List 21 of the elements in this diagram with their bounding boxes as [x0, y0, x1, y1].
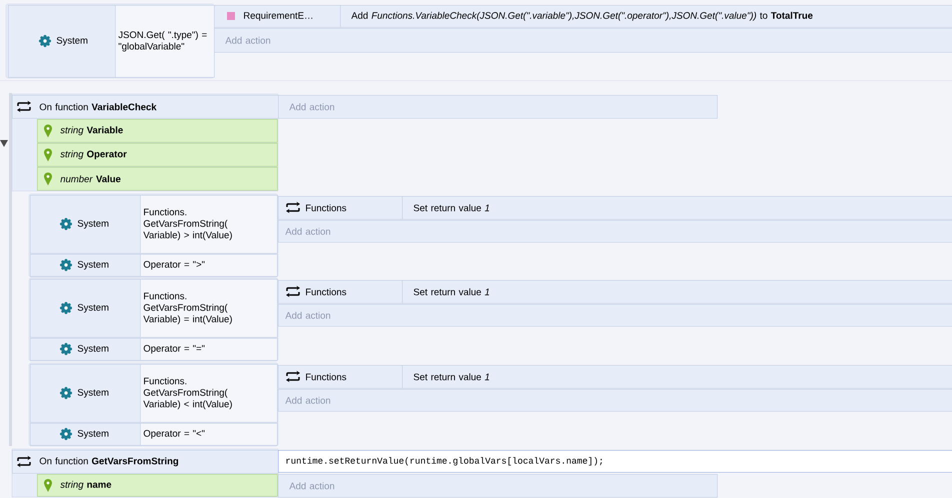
parameter-cell: number Value	[37, 167, 278, 191]
function-header: On function GetVarsFromString	[12, 450, 279, 474]
action-cell: RequirementE…	[214, 5, 341, 28]
parameter-cell: string name	[37, 474, 278, 497]
add-action-cell: Add action	[278, 474, 718, 498]
object-cell: System	[30, 338, 141, 361]
parameter-cell: string Operator	[37, 143, 278, 167]
object-cell: System	[8, 5, 116, 78]
object-cell: System	[30, 423, 141, 446]
code-cell: runtime.setReturnValue(runtime.globalVars[localVars.name]);	[278, 450, 952, 473]
parameter-cell: string Variable	[37, 119, 278, 143]
add-action-cell: Add action	[278, 95, 718, 119]
action-cell: Functions	[278, 365, 403, 389]
action-cell: Functions	[278, 196, 403, 220]
condition-cell: Operator = ">"	[140, 254, 278, 277]
condition-cell: JSON.Get( ".type") = "globalVariable"	[115, 5, 215, 78]
condition-cell: Operator = "="	[140, 338, 278, 361]
condition-cell: Operator = "<"	[140, 423, 278, 446]
object-cell: System	[30, 254, 141, 277]
function-header: On function VariableCheck	[12, 95, 279, 119]
action-cell: Functions	[278, 280, 403, 304]
